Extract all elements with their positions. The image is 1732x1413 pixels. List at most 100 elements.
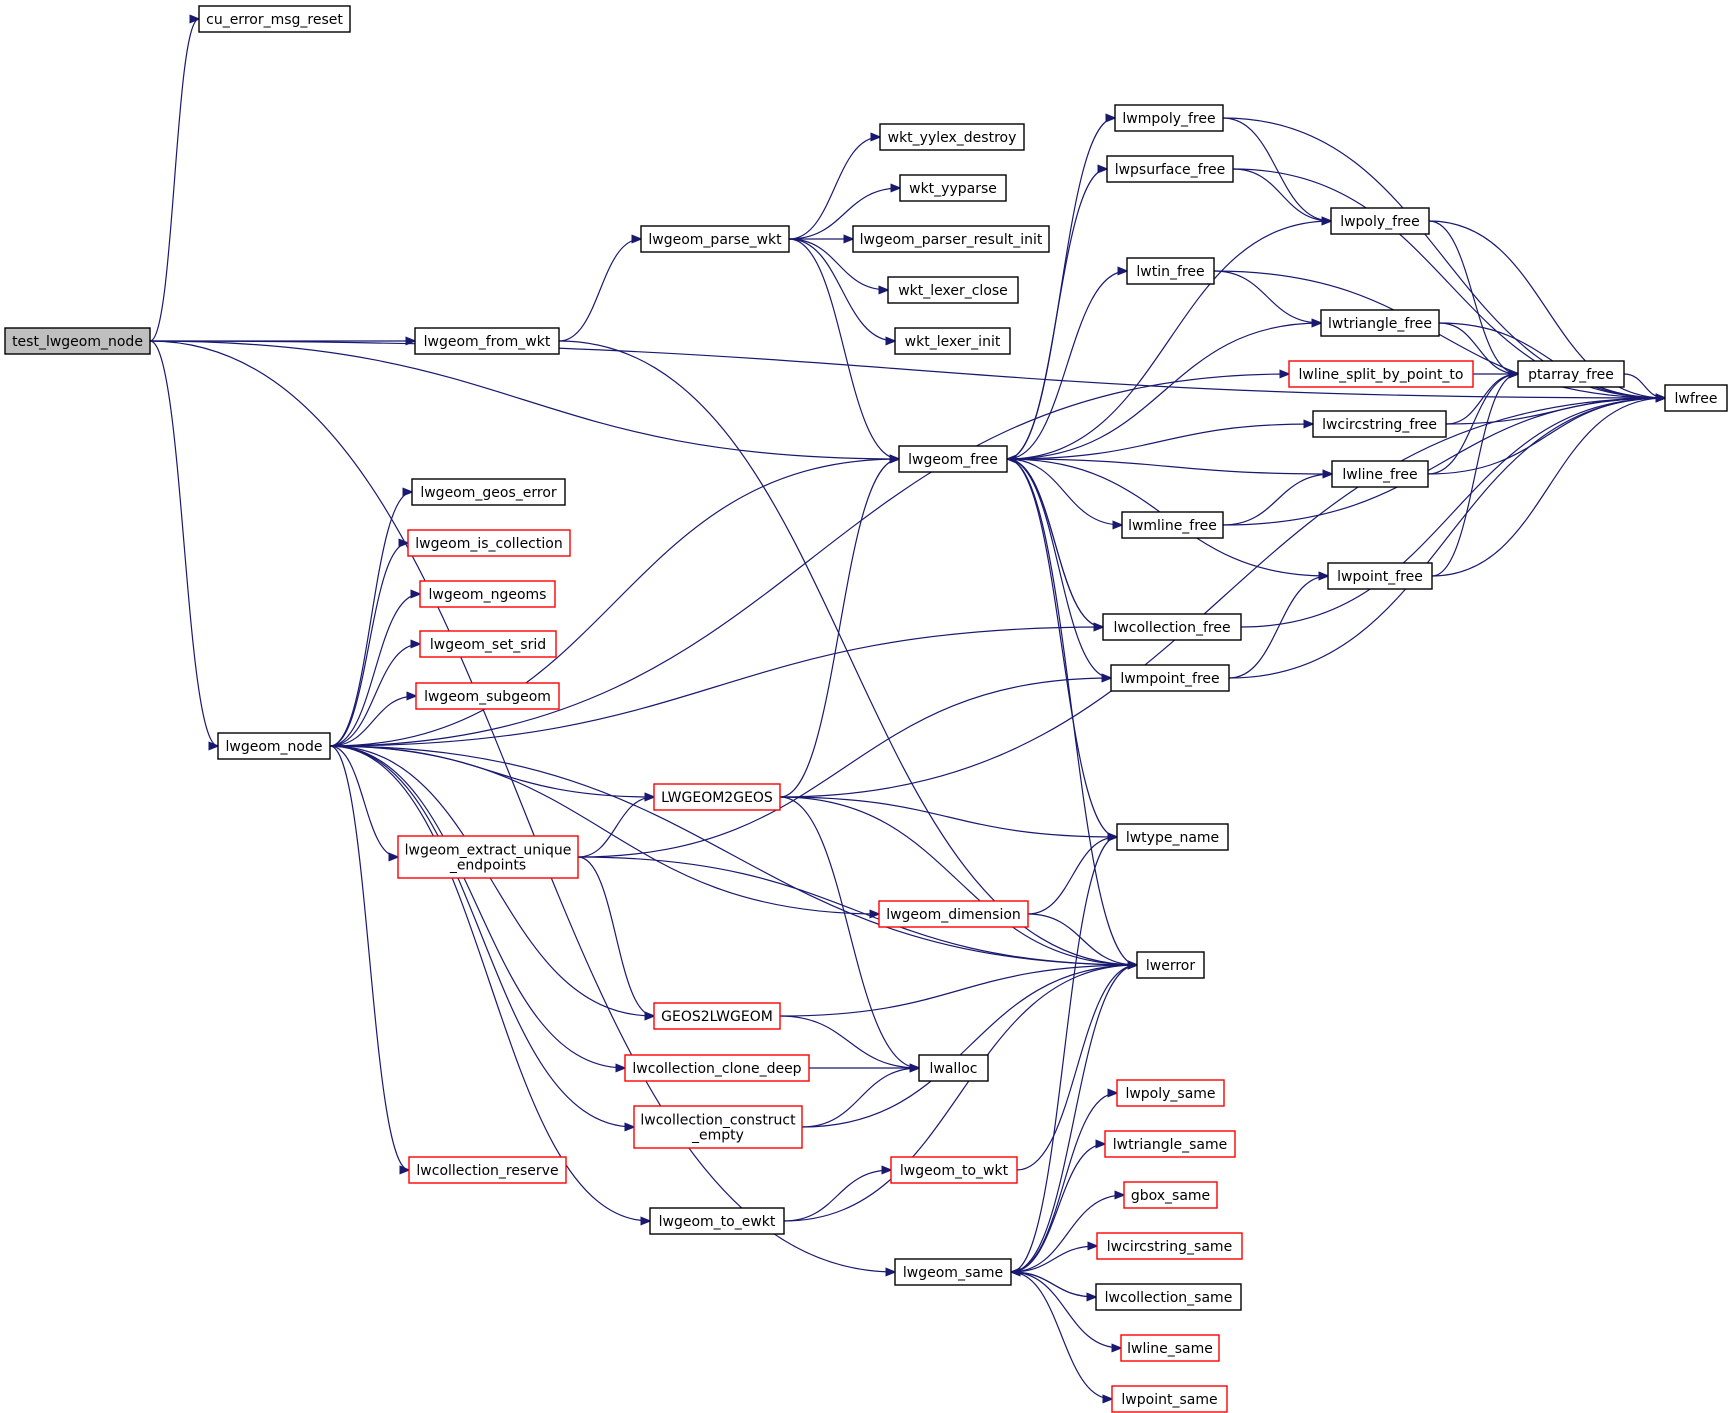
node-lwcollection_reserve[interactable]: lwcollection_reserve xyxy=(408,1156,567,1184)
node-box[interactable] xyxy=(1331,460,1429,488)
node-lwalloc[interactable]: lwalloc xyxy=(918,1054,989,1082)
node-box[interactable] xyxy=(1517,360,1625,388)
node-lwcollection_construct_empty[interactable]: lwcollection_construct_empty xyxy=(633,1105,803,1149)
node-box[interactable] xyxy=(879,123,1025,151)
node-test_lwgeom_node[interactable]: test_lwgeom_node xyxy=(4,327,151,355)
node-cu_error_msg_reset[interactable]: cu_error_msg_reset xyxy=(198,5,351,33)
node-box[interactable] xyxy=(1123,1181,1218,1209)
node-box[interactable] xyxy=(397,835,579,879)
node-lwerror[interactable]: lwerror xyxy=(1136,951,1205,979)
node-box[interactable] xyxy=(1095,1283,1242,1311)
node-box[interactable] xyxy=(890,1156,1018,1184)
node-box[interactable] xyxy=(1110,664,1230,692)
node-lwgeom_same[interactable]: lwgeom_same xyxy=(894,1258,1012,1286)
node-box[interactable] xyxy=(894,327,1011,355)
node-gbox_same[interactable]: gbox_same xyxy=(1123,1181,1218,1209)
node-lwgeom_from_wkt[interactable]: lwgeom_from_wkt xyxy=(414,327,560,355)
node-box[interactable] xyxy=(1104,1130,1236,1158)
node-lwtype_name[interactable]: lwtype_name xyxy=(1116,823,1229,851)
node-box[interactable] xyxy=(894,1258,1012,1286)
node-box[interactable] xyxy=(1114,104,1224,132)
node-lwcollection_same[interactable]: lwcollection_same xyxy=(1095,1283,1242,1311)
node-lwtin_free[interactable]: lwtin_free xyxy=(1126,257,1215,285)
node-lwline_same[interactable]: lwline_same xyxy=(1120,1334,1220,1362)
node-box[interactable] xyxy=(899,174,1007,202)
node-wkt_lexer_close[interactable]: wkt_lexer_close xyxy=(887,276,1019,304)
node-wkt_yyparse[interactable]: wkt_yyparse xyxy=(899,174,1007,202)
node-LWGEOM2GEOS[interactable]: LWGEOM2GEOS xyxy=(653,783,781,811)
node-box[interactable] xyxy=(898,445,1008,473)
node-box[interactable] xyxy=(1116,1079,1225,1107)
node-ptarray_free[interactable]: ptarray_free xyxy=(1517,360,1625,388)
node-lwcollection_clone_deep[interactable]: lwcollection_clone_deep xyxy=(624,1054,810,1082)
node-lwgeom_dimension[interactable]: lwgeom_dimension xyxy=(878,900,1029,928)
node-wkt_yylex_destroy[interactable]: wkt_yylex_destroy xyxy=(879,123,1025,151)
node-lwgeom_to_wkt[interactable]: lwgeom_to_wkt xyxy=(890,1156,1018,1184)
node-box[interactable] xyxy=(217,732,331,760)
node-box[interactable] xyxy=(1320,309,1440,337)
node-box[interactable] xyxy=(419,580,556,608)
node-lwgeom_is_collection[interactable]: lwgeom_is_collection xyxy=(407,529,571,557)
node-lwpoly_free[interactable]: lwpoly_free xyxy=(1330,207,1430,235)
node-box[interactable] xyxy=(852,225,1050,253)
node-box[interactable] xyxy=(419,630,557,658)
node-box[interactable] xyxy=(1106,155,1234,183)
node-lwpoly_same[interactable]: lwpoly_same xyxy=(1116,1079,1225,1107)
node-box[interactable] xyxy=(1096,1232,1243,1260)
node-lwpoint_same[interactable]: lwpoint_same xyxy=(1111,1385,1228,1413)
node-lwmpoly_free[interactable]: lwmpoly_free xyxy=(1114,104,1224,132)
node-box[interactable] xyxy=(633,1105,803,1149)
node-box[interactable] xyxy=(414,327,560,355)
node-box[interactable] xyxy=(1136,951,1205,979)
node-lwgeom_parser_result_init[interactable]: lwgeom_parser_result_init xyxy=(852,225,1050,253)
node-box[interactable] xyxy=(198,5,351,33)
node-box[interactable] xyxy=(649,1207,785,1235)
node-lwgeom_geos_error[interactable]: lwgeom_geos_error xyxy=(411,478,566,506)
node-lwgeom_to_ewkt[interactable]: lwgeom_to_ewkt xyxy=(649,1207,785,1235)
node-box[interactable] xyxy=(1327,562,1433,590)
node-box[interactable] xyxy=(653,1002,781,1030)
node-box[interactable] xyxy=(640,225,790,253)
node-box[interactable] xyxy=(1111,1385,1228,1413)
node-lwgeom_extract_unique_endpoints[interactable]: lwgeom_extract_unique_endpoints xyxy=(397,835,579,879)
node-box[interactable] xyxy=(1126,257,1215,285)
node-box[interactable] xyxy=(887,276,1019,304)
node-box[interactable] xyxy=(1102,613,1242,641)
node-lwtriangle_free[interactable]: lwtriangle_free xyxy=(1320,309,1440,337)
node-box[interactable] xyxy=(878,900,1029,928)
node-lwgeom_node[interactable]: lwgeom_node xyxy=(217,732,331,760)
node-box[interactable] xyxy=(653,783,781,811)
node-lwline_free[interactable]: lwline_free xyxy=(1331,460,1429,488)
node-box[interactable] xyxy=(4,327,151,355)
node-box[interactable] xyxy=(1116,823,1229,851)
node-wkt_lexer_init[interactable]: wkt_lexer_init xyxy=(894,327,1011,355)
node-box[interactable] xyxy=(1312,410,1447,438)
node-lwgeom_ngeoms[interactable]: lwgeom_ngeoms xyxy=(419,580,556,608)
node-box[interactable] xyxy=(411,478,566,506)
node-GEOS2LWGEOM[interactable]: GEOS2LWGEOM xyxy=(653,1002,781,1030)
node-box[interactable] xyxy=(1330,207,1430,235)
node-lwcollection_free[interactable]: lwcollection_free xyxy=(1102,613,1242,641)
node-box[interactable] xyxy=(1664,384,1728,412)
node-box[interactable] xyxy=(415,682,560,710)
node-lwcircstring_same[interactable]: lwcircstring_same xyxy=(1096,1232,1243,1260)
node-lwcircstring_free[interactable]: lwcircstring_free xyxy=(1312,410,1447,438)
node-box[interactable] xyxy=(1288,360,1474,388)
node-lwfree[interactable]: lwfree xyxy=(1664,384,1728,412)
node-lwgeom_free[interactable]: lwgeom_free xyxy=(898,445,1008,473)
node-box[interactable] xyxy=(1120,1334,1220,1362)
node-lwpoint_free[interactable]: lwpoint_free xyxy=(1327,562,1433,590)
node-box[interactable] xyxy=(408,1156,567,1184)
node-lwmline_free[interactable]: lwmline_free xyxy=(1121,511,1224,539)
node-lwgeom_set_srid[interactable]: lwgeom_set_srid xyxy=(419,630,557,658)
node-lwpsurface_free[interactable]: lwpsurface_free xyxy=(1106,155,1234,183)
node-lwgeom_parse_wkt[interactable]: lwgeom_parse_wkt xyxy=(640,225,790,253)
node-box[interactable] xyxy=(407,529,571,557)
node-box[interactable] xyxy=(1121,511,1224,539)
node-lwline_split_by_point_to[interactable]: lwline_split_by_point_to xyxy=(1288,360,1474,388)
node-lwgeom_subgeom[interactable]: lwgeom_subgeom xyxy=(415,682,560,710)
node-lwmpoint_free[interactable]: lwmpoint_free xyxy=(1110,664,1230,692)
node-box[interactable] xyxy=(918,1054,989,1082)
node-lwtriangle_same[interactable]: lwtriangle_same xyxy=(1104,1130,1236,1158)
node-box[interactable] xyxy=(624,1054,810,1082)
